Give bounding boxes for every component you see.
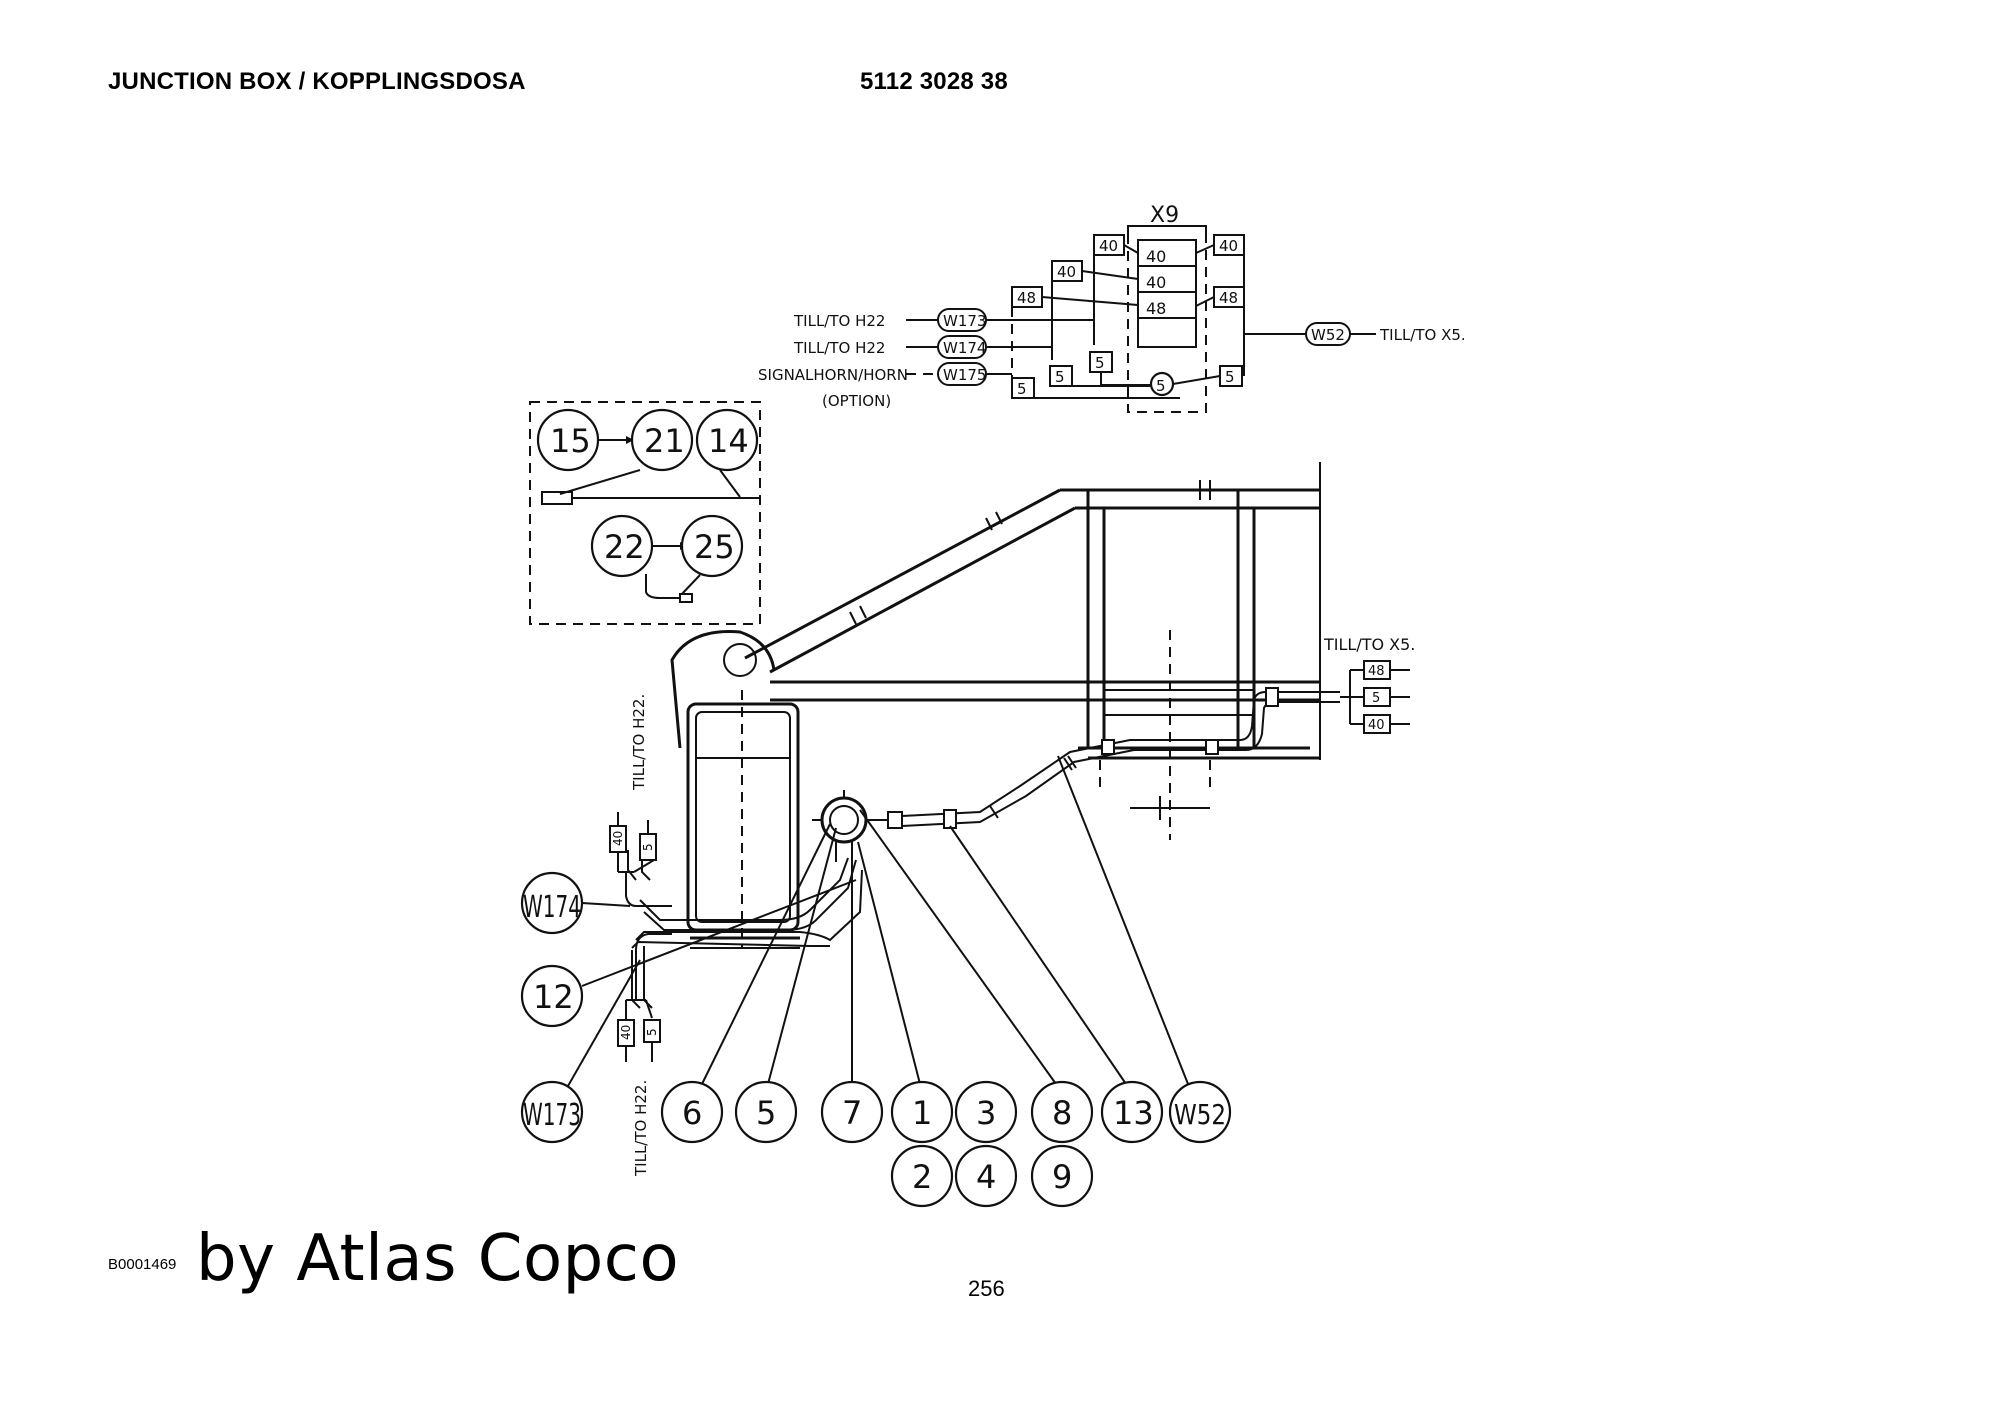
cable-w174-id: W174 xyxy=(943,339,986,357)
cable-w173-dest: TILL/TO H22 xyxy=(793,312,885,330)
cable-routing: 48 5 40 TILL/TO X5. 40 5 TILL/TO H22. 40… xyxy=(609,635,1415,1177)
callout-8-label: 8 xyxy=(1052,1094,1072,1132)
callout-9-label: 9 xyxy=(1052,1158,1072,1196)
callout-w52 xyxy=(1168,1080,1232,1144)
wire-no-7: 40 xyxy=(1219,237,1238,255)
inset-item-14: 14 xyxy=(708,422,749,460)
cable-w175-id: W175 xyxy=(943,366,986,384)
cable-w174-dest: TILL/TO H22 xyxy=(793,339,885,357)
callout-2 xyxy=(890,1144,954,1208)
callout-w52-label: W52 xyxy=(1174,1098,1226,1131)
cable-w175-dest: SIGNALHORN/HORN xyxy=(758,366,908,384)
cable-w52-id: W52 xyxy=(1311,326,1345,344)
callout-4-label: 4 xyxy=(976,1158,996,1196)
right-wire-5: 5 xyxy=(1372,691,1380,706)
x9-terminal-2: 40 xyxy=(1146,273,1166,292)
wire-no-5: 5 xyxy=(1055,368,1065,386)
left-bottom-destination: TILL/TO H22. xyxy=(632,1080,650,1177)
wire-no-4: 5 xyxy=(1095,354,1105,372)
horn-terminal-label: 5 xyxy=(1156,377,1166,395)
callout-7-label: 7 xyxy=(842,1094,862,1132)
wire-no-9: 5 xyxy=(1225,368,1235,386)
callout-12-label: 12 xyxy=(533,978,574,1016)
callout-5 xyxy=(734,1080,798,1144)
inset-item-15: 15 xyxy=(550,422,591,460)
wire-no-6: 5 xyxy=(1017,380,1027,398)
figure-id: B0001469 xyxy=(108,1256,177,1273)
inset-item-22: 22 xyxy=(604,528,645,566)
callout-12 xyxy=(520,964,584,1028)
w174-wire-5: 5 xyxy=(641,843,655,851)
callout-6-label: 6 xyxy=(682,1094,702,1132)
left-top-destination: TILL/TO H22. xyxy=(630,694,648,791)
callout-w174-label: W174 xyxy=(523,890,581,925)
parts-inset: 15 21 14 22 25 xyxy=(529,401,761,625)
wire-no-3: 48 xyxy=(1017,289,1036,307)
callout-5-label: 5 xyxy=(756,1094,776,1132)
wire-no-8: 48 xyxy=(1219,289,1238,307)
x9-terminal-1: 40 xyxy=(1146,247,1166,266)
callout-w173-label: W173 xyxy=(523,1098,581,1133)
callout-13 xyxy=(1100,1080,1164,1144)
callout-13-label: 13 xyxy=(1113,1094,1154,1132)
callout-leaders xyxy=(567,755,1189,1087)
right-destination-label: TILL/TO X5. xyxy=(1323,635,1415,654)
callout-4 xyxy=(954,1144,1018,1208)
callout-2-label: 2 xyxy=(912,1158,932,1196)
w173-wire-40: 40 xyxy=(619,1025,633,1040)
callout-8 xyxy=(1030,1080,1094,1144)
inset-item-25: 25 xyxy=(694,528,735,566)
frame-assembly xyxy=(670,462,1321,949)
watermark: by Atlas Copco xyxy=(196,1222,680,1296)
page-number: 256 xyxy=(968,1276,1005,1301)
callout-7 xyxy=(820,1080,884,1144)
document-title: JUNCTION BOX / KOPPLINGSDOSA xyxy=(108,68,526,95)
callout-3 xyxy=(954,1080,1018,1144)
w174-wire-40: 40 xyxy=(611,831,625,846)
right-wire-48: 48 xyxy=(1368,664,1385,679)
connector-x9-label: X9 xyxy=(1150,203,1179,228)
inset-item-21: 21 xyxy=(644,422,685,460)
cable-w52-dest: TILL/TO X5. xyxy=(1379,326,1466,344)
callout-1 xyxy=(890,1080,954,1144)
callout-6 xyxy=(660,1080,724,1144)
callout-3-label: 3 xyxy=(976,1094,996,1132)
wire-no-1: 40 xyxy=(1099,237,1118,255)
callout-bubbles: W174 12 W173 6 5 7 1 3 8 13 W52 2 4 9 xyxy=(520,871,1232,1208)
callout-9 xyxy=(1030,1144,1094,1208)
callout-1-label: 1 xyxy=(912,1094,932,1132)
wire-no-2: 40 xyxy=(1057,263,1076,281)
x9-terminal-3: 48 xyxy=(1146,299,1166,318)
w173-wire-5: 5 xyxy=(645,1028,659,1036)
cable-w175-option: (OPTION) xyxy=(822,392,891,410)
right-wire-40: 40 xyxy=(1368,718,1385,733)
wiring-schematic: X9 40 40 48 40 40 48 5 5 5 40 48 5 xyxy=(758,203,1466,413)
callout-w173 xyxy=(520,1080,584,1144)
cable-w173-id: W173 xyxy=(943,312,986,330)
part-number: 5112 3028 38 xyxy=(860,68,1008,95)
callout-w174 xyxy=(520,871,584,935)
